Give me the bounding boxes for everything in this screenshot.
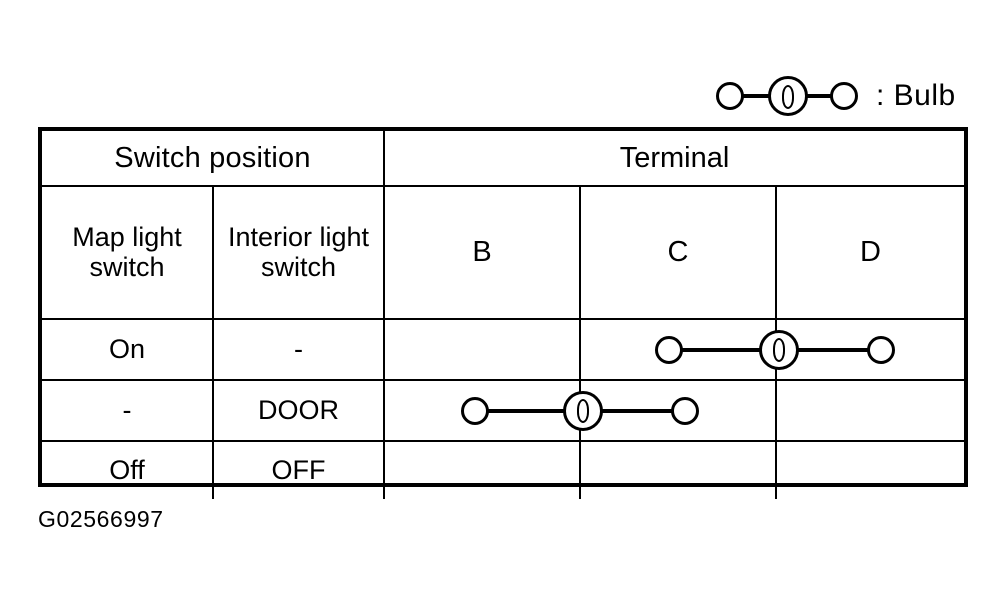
table-row: On - xyxy=(42,318,965,381)
bulb-symbol-graphic xyxy=(716,72,864,120)
cell-terminal-c xyxy=(579,318,799,381)
wire-bulb-to-d xyxy=(795,347,871,352)
cell-terminal-c xyxy=(579,440,777,499)
cell-terminal-b xyxy=(383,440,581,499)
terminal-dot-b xyxy=(461,396,489,425)
wire-right xyxy=(804,94,834,98)
cell-terminal-c xyxy=(579,379,777,442)
cell-map-light-switch: - xyxy=(42,379,214,442)
header-terminal-b: B xyxy=(383,185,581,320)
cell-interior-light-switch: OFF xyxy=(212,440,385,499)
legend-label: : Bulb xyxy=(876,79,956,112)
terminal-dot-d xyxy=(867,335,895,364)
table-header-row-group: Switch position Terminal xyxy=(42,131,965,187)
table-row: Off OFF xyxy=(42,440,965,499)
cell-map-light-switch: Off xyxy=(42,440,214,499)
legend: : Bulb xyxy=(716,70,956,122)
cell-terminal-b xyxy=(383,318,581,381)
bulb-glyph xyxy=(768,76,808,116)
cell-terminal-b xyxy=(383,379,603,442)
figure-caption: G02566997 xyxy=(38,506,164,532)
wire-left xyxy=(742,94,772,98)
table-row: - DOOR xyxy=(42,379,965,442)
cell-terminal-d xyxy=(774,379,965,442)
continuity-graphic-b-c xyxy=(385,381,603,440)
table-header-row-sub: Map light switch Interior light switch B… xyxy=(42,185,965,320)
header-terminal: Terminal xyxy=(382,131,965,187)
cell-interior-light-switch: DOOR xyxy=(212,379,385,442)
terminal-dot-left xyxy=(716,82,744,110)
terminal-dot-c xyxy=(671,396,699,425)
continuity-graphic-c xyxy=(581,381,775,440)
continuity-graphic-c-d xyxy=(581,320,799,379)
wire-b-to-bulb xyxy=(487,408,581,413)
continuity-table: Switch position Terminal Map light switc… xyxy=(38,127,968,499)
wire-bulb-to-c xyxy=(599,408,675,413)
continuity-graphic-d xyxy=(777,320,964,379)
cell-terminal-d xyxy=(774,440,965,499)
cell-map-light-switch: On xyxy=(42,318,214,381)
cell-interior-light-switch: - xyxy=(212,318,385,381)
terminal-dot-right xyxy=(830,82,858,110)
header-terminal-c: C xyxy=(579,185,777,320)
header-interior-light-switch: Interior light switch xyxy=(212,185,385,320)
header-switch-position: Switch position xyxy=(42,131,385,187)
wire-c-to-bulb xyxy=(681,347,777,352)
header-terminal-d: D xyxy=(774,185,965,320)
header-map-light-switch: Map light switch xyxy=(42,185,214,320)
cell-terminal-d xyxy=(774,318,965,381)
terminal-dot-c xyxy=(655,335,683,364)
bulb-symbol xyxy=(716,72,864,120)
